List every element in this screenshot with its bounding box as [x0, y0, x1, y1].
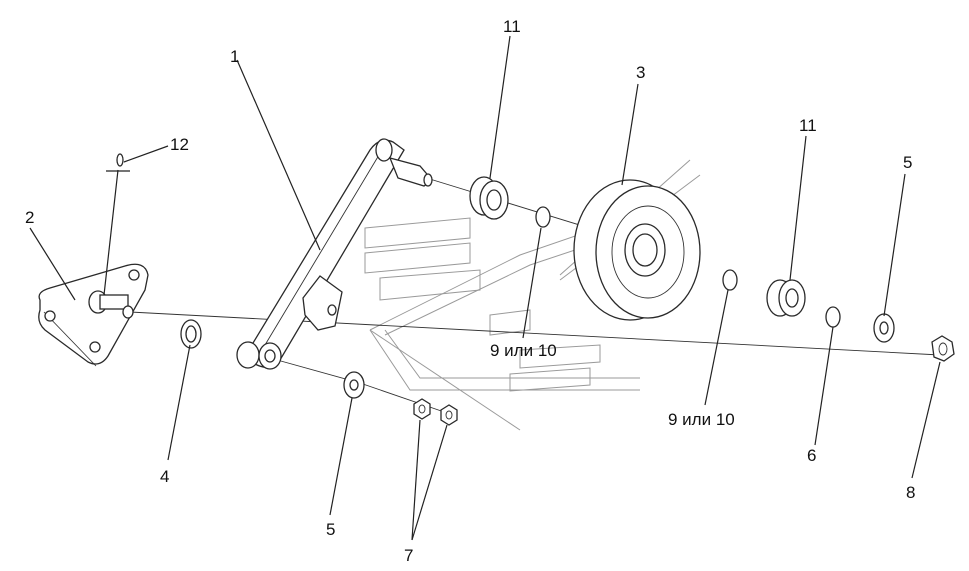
label-part-2: 2: [25, 208, 34, 227]
circlip-right: [722, 269, 738, 291]
label-part-8: 8: [906, 483, 915, 502]
washer-5-left: [343, 371, 365, 399]
tension-arm: [236, 138, 433, 370]
label-part-7: 7: [404, 546, 413, 565]
leader-lines: [29, 35, 941, 541]
pulley-roller: [573, 179, 701, 321]
label-part-5-left: 5: [326, 520, 335, 539]
washer-5-right: [873, 313, 895, 343]
cotter-pin: [106, 153, 130, 172]
circlip-left: [535, 206, 551, 228]
label-part-3: 3: [636, 63, 645, 82]
label-part-1: 1: [230, 47, 239, 66]
label-part-5-right: 5: [903, 153, 912, 172]
label-part-9-or-10-left: 9 или 10: [490, 341, 557, 360]
label-part-6: 6: [807, 446, 816, 465]
castle-nut: [931, 335, 955, 362]
label-part-12: 12: [170, 135, 189, 154]
bearing-right: [766, 279, 806, 317]
washer-4: [180, 319, 202, 349]
nuts-7: [413, 398, 458, 426]
label-part-11-right: 11: [799, 116, 817, 135]
label-part-11-left: 11: [503, 17, 521, 36]
label-part-4: 4: [160, 467, 169, 486]
bearing-left: [469, 176, 509, 220]
snap-ring-6: [825, 306, 841, 328]
bracket-plate: [38, 263, 149, 367]
label-part-9-or-10-right: 9 или 10: [668, 410, 735, 429]
stud-axle: [88, 290, 134, 319]
part-labels: 1 2 3 4 5 5 6 7 8 9 или 10 9 или 10 11 1…: [25, 17, 915, 565]
